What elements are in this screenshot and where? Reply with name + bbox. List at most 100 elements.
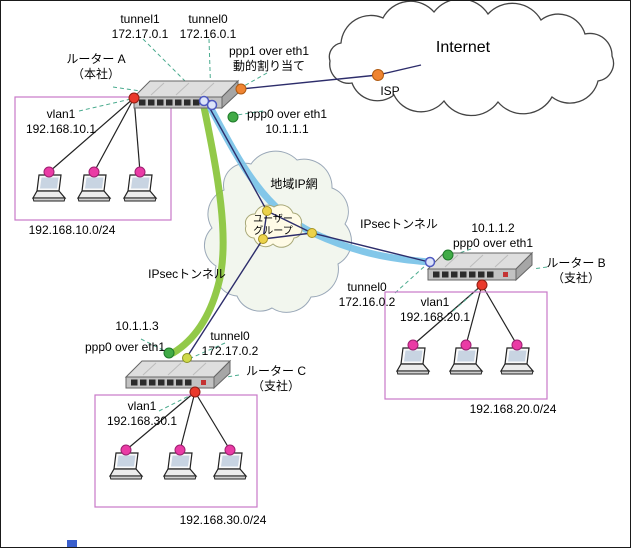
- tunnel0-b-ip: 172.16.0.2: [338, 295, 396, 309]
- router-a-tunnel1-port: [198, 95, 210, 107]
- router-c-ppp0-port: [163, 347, 175, 359]
- lan-a-subnet: 192.168.10.0/24: [28, 223, 116, 237]
- router-c-name: ルーター C: [245, 364, 307, 378]
- tunnel0-c-ip: 172.17.0.2: [201, 344, 259, 358]
- pc-node-dot: [43, 166, 55, 178]
- isp-text: ISP: [380, 84, 400, 98]
- pc-node-dot: [174, 444, 186, 456]
- internet-text: Internet: [435, 39, 491, 56]
- router-c-tunnel0-label: tunnel0 172.17.0.2: [202, 329, 259, 359]
- laptop-icon: [396, 347, 430, 375]
- router-c-vlan1-label: vlan1 192.168.30.1: [107, 399, 177, 429]
- router-b-vlan1-port: [476, 279, 488, 291]
- pc-node-dot: [407, 339, 419, 351]
- router-b-ppp0-label: 10.1.1.2 ppp0 over eth1: [453, 221, 533, 251]
- ipsec-ab-text: IPsecトンネル: [360, 217, 438, 231]
- router-b-tunnel0-label: tunnel0 172.16.0.2: [339, 280, 396, 310]
- laptop-icon: [109, 452, 143, 480]
- router-c-site: （支社）: [251, 379, 301, 393]
- lan-b-box: [384, 291, 548, 400]
- router-a-ppp1-label: ppp1 over eth1 動的割り当て: [229, 44, 309, 74]
- router-b-ppp0-port: [442, 249, 454, 261]
- router-c-tunnel0-port: [182, 353, 192, 363]
- router-a-name-label: ルーター A （本社）: [66, 52, 125, 82]
- lan-b-subnet-label: 192.168.20.0/24: [470, 402, 557, 417]
- router-b-site: （支社）: [551, 271, 600, 285]
- internet-label: Internet: [436, 38, 490, 58]
- laptop-icon: [32, 174, 66, 202]
- corner-artifact: [67, 540, 77, 547]
- lan-c-subnet: 192.168.30.0/24: [179, 513, 267, 527]
- laptop-icon: [77, 174, 111, 202]
- ppp0-b-ip: 10.1.1.2: [471, 221, 515, 235]
- lan-c-box: [94, 394, 258, 508]
- router-b-name: ルーター B: [546, 256, 606, 270]
- vlan1-b-ip: 192.168.20.1: [399, 310, 471, 324]
- tunnel0-b-name: tunnel0: [347, 280, 387, 294]
- pc-node-dot: [511, 339, 523, 351]
- lan-links: [48, 97, 518, 451]
- router-c-vlan1-port: [189, 386, 201, 398]
- regional-ip-label: 地域IP網: [270, 177, 317, 192]
- laptop-icon: [163, 452, 197, 480]
- router-a-tunnel1-label: tunnel1 172.17.0.1: [112, 12, 169, 42]
- router-c-name-label: ルーター C （支社）: [246, 364, 306, 394]
- lan-b-subnet: 192.168.20.0/24: [469, 402, 557, 416]
- router-a-device: [133, 80, 239, 109]
- lan-a-box: [14, 96, 172, 221]
- laptop-icon: [449, 347, 483, 375]
- ppp0-c-ip: 10.1.1.3: [115, 319, 159, 333]
- ppp0-c-name: ppp0 over eth1: [84, 340, 166, 354]
- vlan1-b-name: vlan1: [420, 295, 450, 309]
- router-a-tunnel0-port: [206, 99, 218, 111]
- router-c-ppp0-ip-label: 10.1.1.3: [115, 319, 158, 334]
- ppp1-name: ppp1 over eth1: [228, 44, 310, 58]
- ppp0-ip: 10.1.1.1: [265, 122, 309, 136]
- regional-ip-text: 地域IP網: [270, 177, 318, 191]
- laptop-icon: [123, 174, 157, 202]
- router-a-name: ルーター A: [66, 52, 126, 66]
- user-group-node: [258, 234, 268, 244]
- lan-a-subnet-label: 192.168.10.0/24: [29, 223, 116, 238]
- user-group-label: ユーザー グループ: [253, 214, 293, 237]
- router-a-tunnel0-label: tunnel0 172.16.0.1: [180, 12, 237, 42]
- ppp1-note: 動的割り当て: [232, 59, 305, 73]
- isp-node: [372, 69, 384, 81]
- router-a-ppp0-label: ppp0 over eth1 10.1.1.1: [247, 107, 327, 137]
- router-b-tunnel0-port: [424, 256, 436, 268]
- internet-cloud: [328, 1, 615, 117]
- ipsec-ac-text: IPsecトンネル: [148, 267, 226, 281]
- ppp0-b-name: ppp0 over eth1: [452, 236, 534, 250]
- vlan1-ip: 192.168.10.1: [25, 122, 97, 136]
- user-group-line1: ユーザー: [253, 214, 293, 225]
- ipsec-tunnel-a-c-line: [169, 103, 227, 357]
- laptop-icon: [213, 452, 247, 480]
- router-a-vlan1-port: [128, 92, 140, 104]
- ipsec-tunnel-ab-label: IPsecトンネル: [360, 217, 438, 232]
- router-b-name-label: ルーター B （支社）: [546, 256, 605, 286]
- user-group-line2: グループ: [253, 225, 293, 237]
- tunnel0-c-name: tunnel0: [210, 329, 250, 343]
- laptop-icon: [500, 347, 534, 375]
- lan-c-subnet-label: 192.168.30.0/24: [180, 513, 267, 528]
- pc-node-dot: [460, 339, 472, 351]
- vlan1-c-ip: 192.168.30.1: [106, 414, 178, 428]
- router-a-ppp1-port: [235, 83, 247, 95]
- tunnel0-name: tunnel0: [188, 12, 228, 26]
- vlan1-name: vlan1: [46, 107, 76, 121]
- ppp0-name: ppp0 over eth1: [246, 107, 328, 121]
- tunnel0-ip: 172.16.0.1: [179, 27, 237, 41]
- pc-node-dot: [120, 444, 132, 456]
- isp-label: ISP: [380, 84, 399, 99]
- user-group-node: [307, 228, 317, 238]
- user-group-node: [262, 206, 272, 216]
- router-c-device: [125, 360, 231, 389]
- tunnel1-name: tunnel1: [120, 12, 160, 26]
- pc-node-dot: [224, 444, 236, 456]
- router-a-vlan1-label: vlan1 192.168.10.1: [26, 107, 96, 137]
- router-a-ppp0-port: [227, 111, 239, 123]
- router-c-ppp0-label: ppp0 over eth1: [85, 340, 165, 355]
- router-a-site: （本社）: [71, 67, 120, 81]
